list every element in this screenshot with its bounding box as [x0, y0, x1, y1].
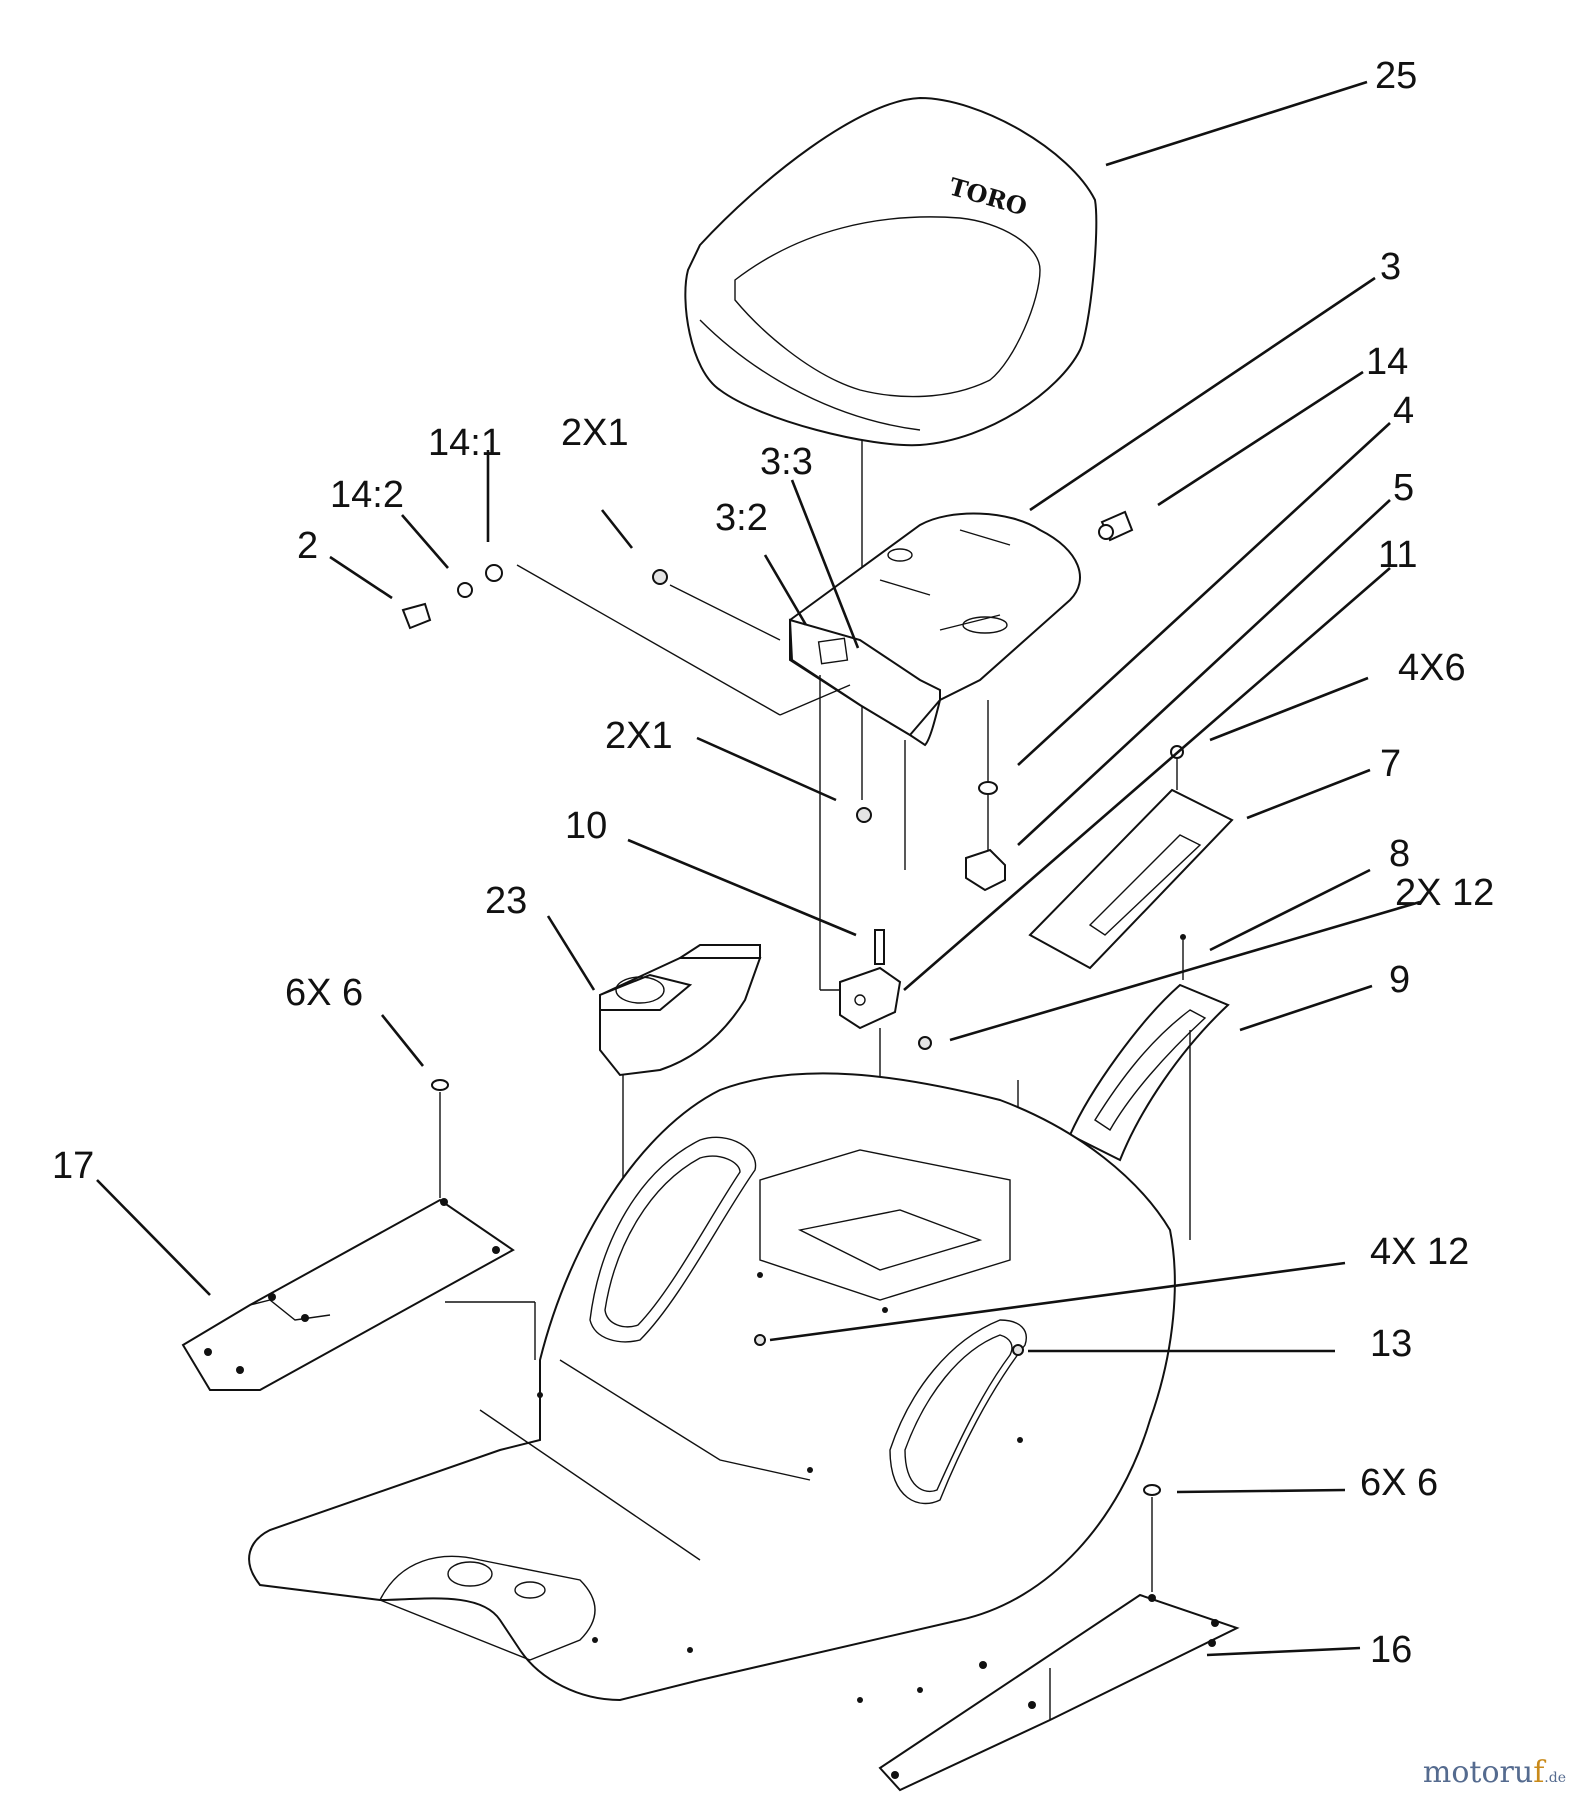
leader-lines — [96, 80, 1421, 1657]
callout-6x6-right: 6X 6 — [1360, 1462, 1438, 1504]
callout-3: 3 — [1380, 246, 1401, 288]
fastener-13-part — [1012, 1344, 1024, 1356]
callout-10: 10 — [565, 805, 607, 847]
bolt-part — [856, 807, 872, 823]
callout-8: 8 — [1389, 833, 1410, 875]
callout-4: 4 — [1393, 390, 1414, 432]
callout-2: 2 — [297, 525, 318, 567]
fender-body-part — [248, 1072, 1176, 1703]
callout-5: 5 — [1393, 467, 1414, 509]
knob-part — [1098, 510, 1134, 542]
callout-25: 25 — [1375, 55, 1417, 97]
callout-7: 7 — [1380, 743, 1401, 785]
callout-2x1-top: 2X1 — [561, 412, 629, 454]
washer-part — [978, 781, 998, 795]
callout-17: 17 — [52, 1145, 94, 1187]
watermark-logo: motoruf.de — [1422, 1755, 1566, 1790]
callout-11: 11 — [1378, 534, 1417, 576]
callout-14-1: 14:1 — [428, 422, 502, 464]
callout-6x6-left: 6X 6 — [285, 972, 363, 1014]
callout-13: 13 — [1370, 1323, 1412, 1365]
mount-bracket-part — [839, 929, 932, 1050]
callout-4x6: 4X6 — [1398, 647, 1466, 689]
callout-14: 14 — [1366, 341, 1408, 383]
callout-4x12: 4X 12 — [1370, 1231, 1469, 1273]
seat-track-part — [1068, 983, 1230, 1162]
callout-9: 9 — [1389, 959, 1410, 1001]
callout-2x1-mid: 2X1 — [605, 715, 673, 757]
adjust-plate-part — [1028, 745, 1234, 970]
seat-part: TORO — [684, 96, 1098, 447]
right-foot-plate-part — [878, 1593, 1240, 1792]
left-foot-plate-part — [181, 1198, 515, 1391]
cup-holder-part — [599, 944, 762, 1077]
callout-16: 16 — [1370, 1629, 1412, 1671]
seat-bracket-part — [788, 512, 1081, 747]
plug-right-part — [1143, 1484, 1161, 1496]
callout-3-3: 3:3 — [760, 441, 813, 483]
callout-23: 23 — [485, 880, 527, 922]
switch-part — [965, 848, 1006, 892]
callout-3-2: 3:2 — [715, 497, 768, 539]
fastener-4x12-part — [754, 1334, 766, 1346]
callout-2x12: 2X 12 — [1395, 872, 1494, 914]
plug-left-part — [431, 1079, 449, 1091]
callout-14-2: 14:2 — [330, 474, 404, 516]
small-hardware-parts — [401, 564, 668, 630]
